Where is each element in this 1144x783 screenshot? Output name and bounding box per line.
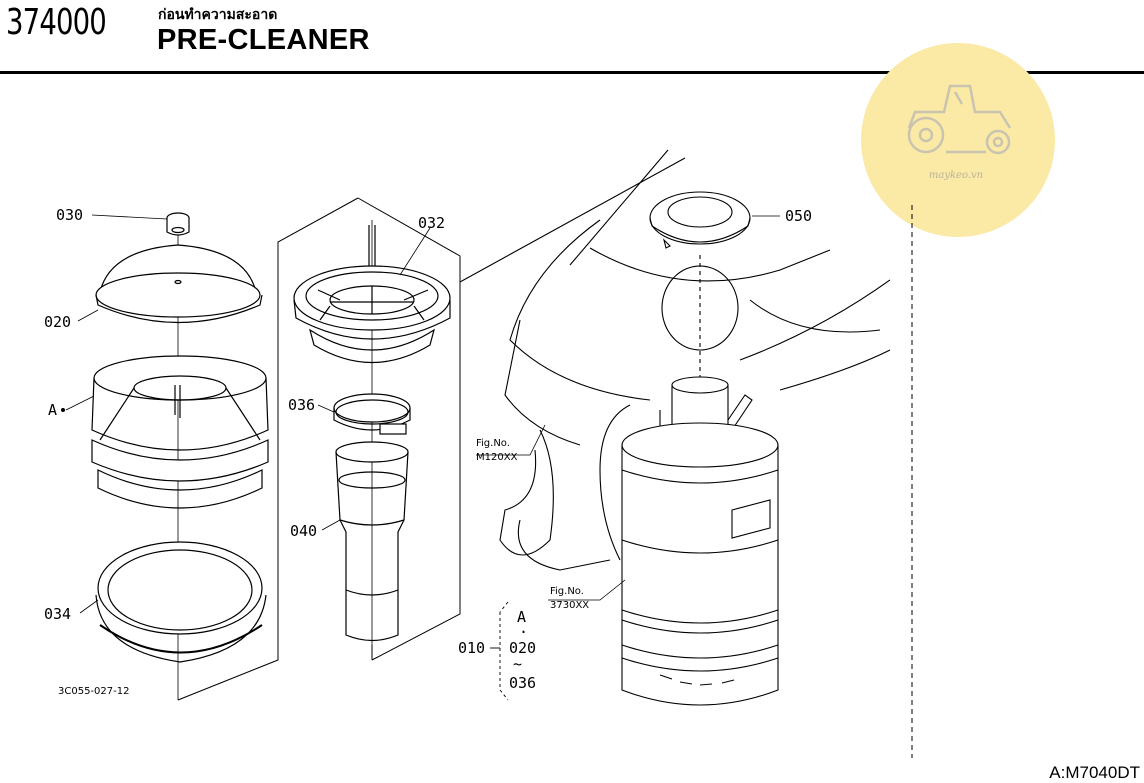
assembly-from: 020 bbox=[509, 639, 536, 657]
label-020: 020 bbox=[44, 313, 71, 331]
label-A: A bbox=[48, 401, 57, 419]
label-036: 036 bbox=[288, 396, 315, 414]
label-050: 050 bbox=[785, 207, 812, 225]
assembly-dot: · bbox=[519, 623, 528, 641]
cap-050 bbox=[649, 191, 751, 249]
section-code: 374000 bbox=[6, 2, 107, 43]
assembly-tilde: ~ bbox=[513, 655, 522, 673]
tube-040 bbox=[335, 441, 409, 642]
section-title: PRE-CLEANER bbox=[157, 24, 370, 56]
watermark: maykeo.vn bbox=[861, 43, 1055, 237]
leader-lines bbox=[65, 214, 780, 614]
fig-ref-2-number: 3730XX bbox=[550, 600, 589, 611]
cover-assembly-group bbox=[91, 212, 269, 700]
assembly-top: A bbox=[517, 608, 526, 626]
cover-020 bbox=[95, 244, 263, 324]
assembly-code: 010 bbox=[458, 639, 485, 657]
right-assembly-group bbox=[459, 149, 891, 706]
clamp-036 bbox=[333, 393, 411, 435]
model-code: A:M7040DT bbox=[1049, 763, 1140, 782]
assembly-bracket bbox=[490, 601, 509, 701]
body-A bbox=[91, 355, 269, 509]
ref-dot-A bbox=[61, 408, 65, 412]
fig-ref-1-label: Fig.No. bbox=[476, 438, 510, 449]
watermark-circle bbox=[861, 43, 1055, 237]
label-034: 034 bbox=[44, 605, 71, 623]
label-040: 040 bbox=[290, 522, 317, 540]
gasket-034 bbox=[95, 541, 267, 663]
section-title-thai: ก่อนทำความสะอาด bbox=[158, 7, 278, 23]
label-030: 030 bbox=[56, 206, 83, 224]
fig-ref-1-number: M120XX bbox=[476, 452, 518, 463]
drawing-number: 3C055-027-12 bbox=[58, 686, 129, 697]
assembly-to: 036 bbox=[509, 674, 536, 692]
canister bbox=[621, 376, 779, 706]
watermark-text: maykeo.vn bbox=[929, 170, 983, 181]
knob-030 bbox=[166, 212, 190, 236]
header-divider bbox=[0, 71, 1144, 74]
center-parts-group bbox=[293, 220, 451, 660]
tractor-icon bbox=[907, 84, 1012, 155]
fig-ref-2-label: Fig.No. bbox=[550, 586, 584, 597]
label-032: 032 bbox=[418, 214, 445, 232]
page-header: 374000 ก่อนทำความสะอาด PRE-CLEANER bbox=[0, 0, 1144, 76]
fan-032 bbox=[293, 225, 451, 364]
